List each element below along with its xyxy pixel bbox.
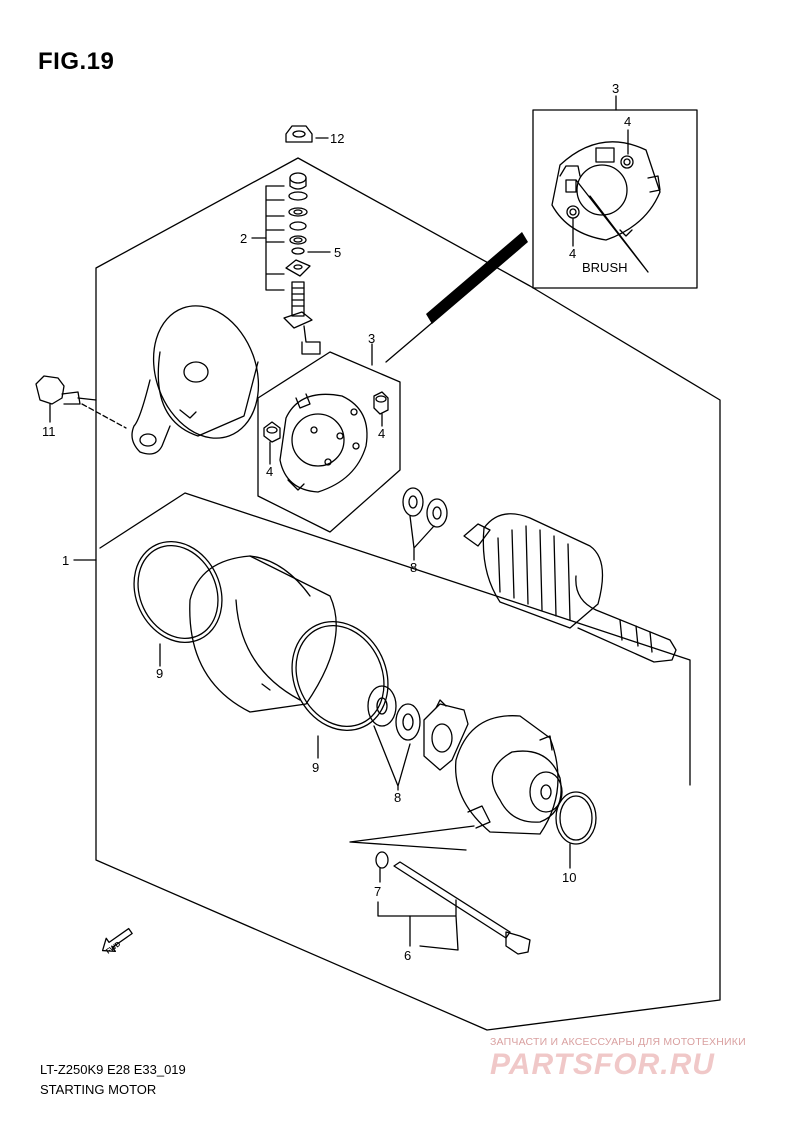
callout-8-lower: 8 [394,790,401,805]
callout-3-inset: 3 [612,81,619,96]
bolt-11-axis [81,403,127,429]
bracket-2 [265,185,285,291]
inset-brush-label: BRUSH [582,260,628,275]
callout-4-inset-top: 4 [624,114,631,129]
bracket-8-upper [409,515,435,561]
callout-4-left: 4 [266,464,273,479]
washers-8-lower [367,685,421,741]
nut-12 [285,125,313,143]
end-cover [131,305,260,455]
callout-9-left: 9 [156,666,163,681]
yoke-housing [189,555,337,713]
front-end-cover [454,715,563,835]
callout-3: 3 [368,331,375,346]
callout-8-upper: 8 [410,560,417,575]
lock-plate [423,699,469,771]
watermark-tagline: ЗАПЧАСТИ И АКСЕССУАРЫ ДЛЯ МОТОТЕХНИКИ [490,1036,746,1048]
brush-left [263,421,281,443]
through-bolt-6 [393,861,531,955]
o-ring-10 [555,791,597,845]
brush-holder-group-boundary [257,351,401,533]
callout-2: 2 [240,231,247,246]
bracket-6 [377,899,459,951]
washer-7 [375,851,389,869]
callout-11: 11 [42,424,56,439]
brush-right [373,391,389,415]
leader-7-6-pointer [349,825,475,851]
inset-brush-plate [551,141,661,241]
callout-10: 10 [562,870,576,885]
assembly-boundary [95,157,721,1031]
callout-9-right: 9 [312,760,319,775]
armature [463,513,677,663]
brush-plate [279,393,368,493]
callout-4-right: 4 [378,426,385,441]
fwd-arrow-icon [101,927,133,953]
brush-inset-box [532,109,698,289]
brush-pointer-lines [575,179,649,273]
sub-assembly-boundary [99,492,691,786]
figure-title: FIG.19 [38,48,115,75]
bracket-8-lower [373,725,411,791]
callout-4-inset-bottom: 4 [569,246,576,261]
callout-7: 7 [374,884,381,899]
o-ring-9-left [133,540,223,644]
callout-12: 12 [330,131,344,146]
callout-1: 1 [62,553,69,568]
diagram-name: STARTING MOTOR [40,1082,157,1097]
inset-pointer-arrow [426,232,528,324]
o-ring-9-right [291,621,389,731]
callout-5: 5 [334,245,341,260]
terminal-bolt [283,281,321,355]
watermark-brand: PARTSFOR.RU [490,1048,715,1081]
callout-6: 6 [404,948,411,963]
bolt-11 [35,375,97,405]
washers-8-upper [402,487,448,528]
model-code: LT-Z250K9 E28 E33_019 [40,1062,186,1077]
terminal-washer-stack [285,172,311,277]
